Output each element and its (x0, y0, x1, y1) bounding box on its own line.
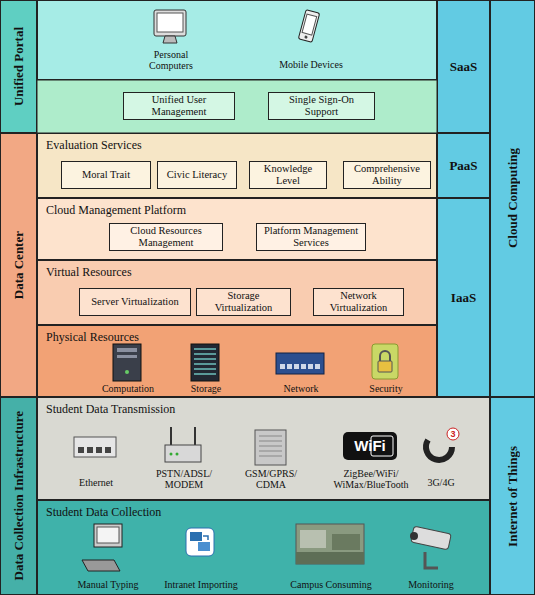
band-heading: Student Data Collection (46, 505, 161, 519)
paradigm-label: Cloud Computing (490, 0, 535, 397)
service-band: Virtual ResourcesServer Virtualization St… (37, 260, 437, 325)
portal-band: Personal Computers Mobile Devices (37, 0, 437, 80)
icon-caption: Ethernet (66, 477, 126, 488)
icon-caption: ZigBee/WiFi/ WiMax/BlueTooth (316, 468, 426, 490)
layer-title: Internet of Things (505, 446, 520, 547)
icon-caption: Manual Typing (68, 579, 148, 590)
function-box: Cloud Resources Management (109, 223, 223, 251)
service-model-label: PaaS (437, 133, 490, 198)
function-box: Comprehensive Ability (343, 161, 431, 189)
box-text: Single Sign-On Support (269, 94, 374, 118)
icon-caption: Computation (98, 383, 158, 394)
layer-label: Data Collection Infrastructure (0, 397, 37, 595)
icon-caption: Campus Consuming (281, 579, 381, 590)
layer-title: Data Collection Infrastructure (11, 411, 26, 580)
function-box: Platform Management Services (256, 223, 366, 251)
service-band: Evaluation ServicesMoral Trait Civic Lite… (37, 133, 437, 198)
icon-caption: GSM/GPRS/ CDMA (236, 468, 306, 490)
service-model-title: SaaS (450, 59, 477, 75)
band-heading: Student Data Transmission (46, 402, 175, 416)
layer-title: Data Center (11, 231, 26, 299)
transmission-band: Student Data TransmissionEthernet PSTN/AD… (37, 397, 490, 500)
function-box: Moral Trait (61, 161, 151, 189)
box-text: Civic Literacy (164, 169, 230, 181)
service-model-title: PaaS (449, 158, 477, 174)
function-box: Network Virtualization (313, 288, 404, 316)
box-text: Comprehensive Ability (344, 163, 430, 187)
layer-title: Unified Portal (11, 27, 26, 106)
box-text: Platform Management Services (257, 225, 365, 249)
band-heading: Evaluation Services (46, 138, 142, 152)
band-heading: Physical Resources (46, 330, 139, 344)
box-text: Knowledge Level (250, 163, 326, 187)
collection-band: Student Data CollectionManual TypingIntr… (37, 500, 490, 595)
icon-caption: Network (271, 383, 331, 394)
icon-caption: Mobile Devices (266, 59, 356, 70)
function-box: Server Virtualization (79, 288, 191, 316)
icon-caption: Intranet Importing (151, 579, 251, 590)
service-model-label: IaaS (437, 198, 490, 397)
icon-caption: Personal Computers (141, 49, 201, 71)
logo-text: WiFi (343, 432, 397, 460)
service-band: Cloud Management PlatformCloud Resources… (37, 198, 437, 260)
function-box: Single Sign-On Support (268, 92, 375, 120)
function-box: Knowledge Level (249, 161, 327, 189)
layer-label: Data Center (0, 133, 37, 397)
icon-caption: Security (356, 383, 416, 394)
paradigm-label: Internet of Things (490, 397, 535, 595)
box-text: Network Virtualization (314, 290, 403, 314)
icon-caption: Storage (176, 383, 236, 394)
icon-caption: Monitoring (391, 579, 471, 590)
function-box: Civic Literacy (157, 161, 237, 189)
box-text: Server Virtualization (88, 296, 182, 308)
layer-title: Cloud Computing (505, 148, 520, 248)
band-heading: Cloud Management Platform (46, 203, 186, 217)
box-text: Cloud Resources Management (110, 225, 222, 249)
band-heading: Virtual Resources (46, 265, 132, 279)
logo-number: 3 (447, 428, 459, 440)
icon-caption: PSTN/ADSL/ MODEM (149, 468, 219, 490)
icon-caption: 3G/4G (411, 477, 471, 488)
layer-label: Unified Portal (0, 0, 37, 133)
function-box: Unified User Management (123, 92, 235, 120)
box-text: Moral Trait (79, 169, 133, 181)
function-box: Storage Virtualization (196, 288, 291, 316)
resource-band: Physical ResourcesComputation Storage Netw… (37, 325, 437, 397)
box-text: Storage Virtualization (197, 290, 290, 314)
box-text: Unified User Management (124, 94, 234, 118)
portal-service-band (37, 80, 437, 133)
service-model-title: IaaS (451, 290, 476, 306)
service-model-label: SaaS (437, 0, 490, 133)
